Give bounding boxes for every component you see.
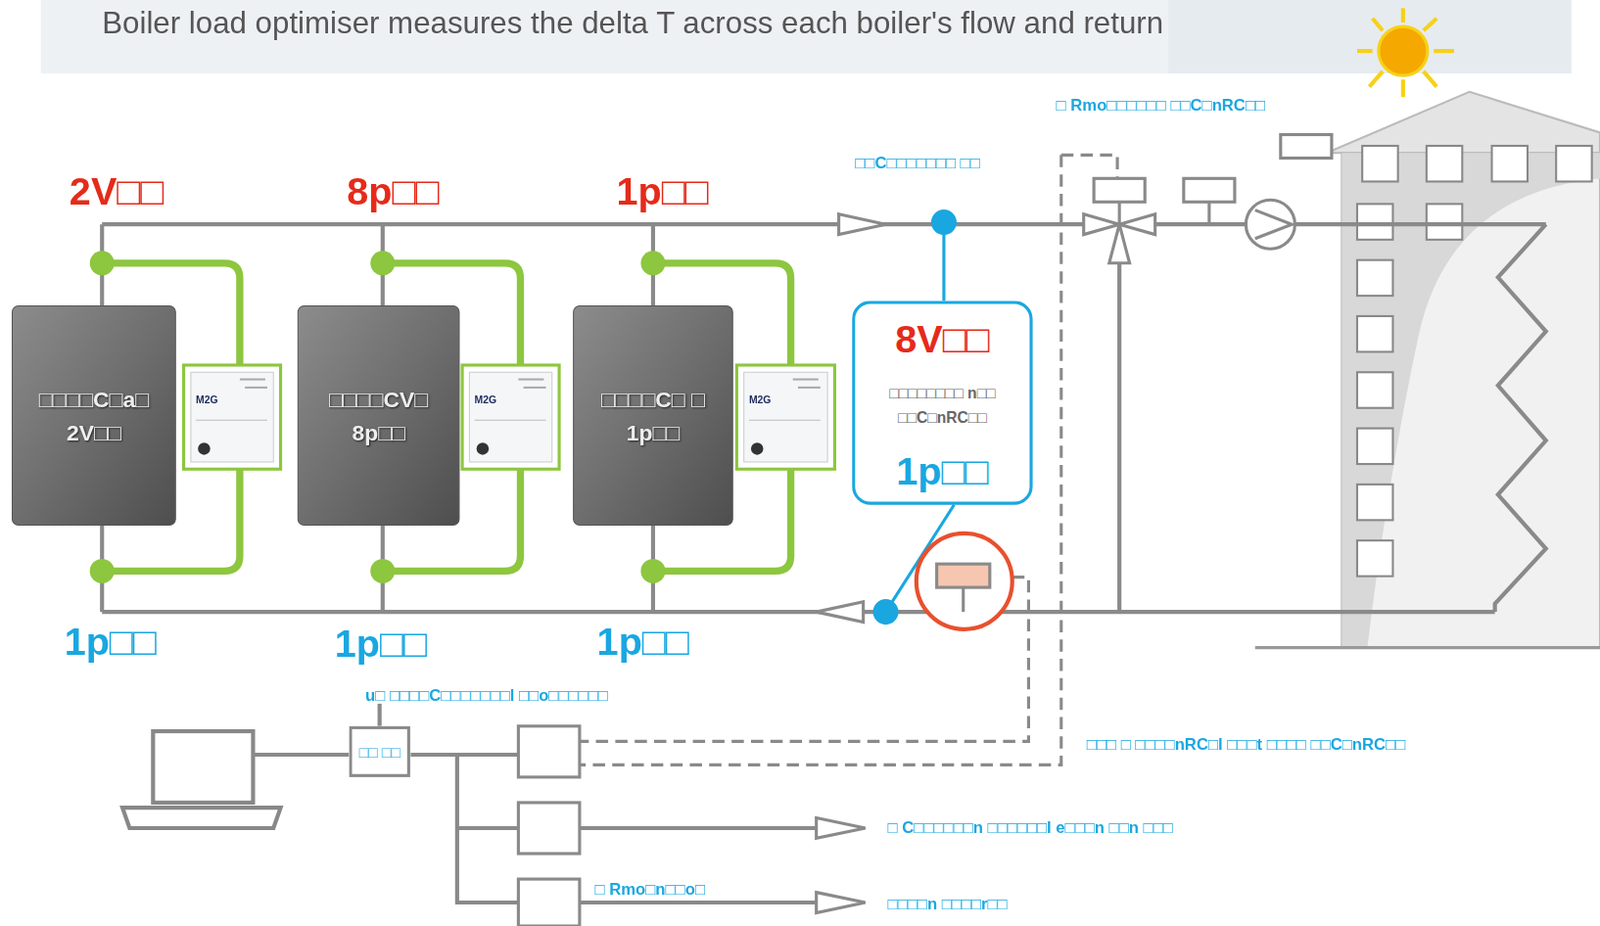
network-hub: □□ □□ <box>348 726 411 778</box>
hub-label: □□ □□ <box>359 743 401 761</box>
annotation: □□□ □ □□□□nRC□l □□□t □□□□ □□C□nRC□□ <box>1086 734 1406 755</box>
boiler-label: □□□□C□ □ 1p□□ <box>579 381 727 450</box>
optimiser-label: □□□□□□□□ n□□ □□C□nRC□□ <box>863 381 1023 431</box>
pump-symbol <box>1245 199 1295 249</box>
boiler-bodies <box>12 306 734 526</box>
m2g-devices <box>184 365 836 470</box>
network-lines <box>252 704 816 903</box>
flow-temperature: 8V□□ <box>894 318 989 363</box>
annotation: □ Rmo□□□□□□ □□C□nRC□□ <box>1056 94 1266 116</box>
temperature-sensor <box>1183 178 1235 225</box>
three-way-valve <box>1083 178 1156 263</box>
boiler-unit: □□□□C□ □ 1p□□ <box>573 306 734 526</box>
flow-temperature: 8p□□ <box>346 168 439 217</box>
flow-temperature: 2V□□ <box>69 168 164 217</box>
annotation: u□ □□□□C□□□□□□□l □□o□□□□□□ <box>365 685 609 706</box>
m2g-points <box>90 250 666 584</box>
annotation: □ Rmo□n□□o□ <box>595 879 706 900</box>
return-temperature: 1p□□ <box>334 619 427 668</box>
annotation: □□C□□□□□□□ □□ <box>854 152 980 174</box>
return-temperature: 1p□□ <box>895 449 989 494</box>
annotation: □ C□□□□□□n □□□□□□l e□□□n □□n □□□ <box>888 818 1174 840</box>
banner <box>41 0 1572 74</box>
banner-panel <box>1168 0 1572 74</box>
load-optimiser-box: 8V□□ □□□□□□□□ n□□ □□C□nRC□□ 1p□□ <box>851 300 1033 505</box>
banner-caption: Boiler load optimiser measures the delta… <box>101 3 1174 43</box>
sun-icon <box>1357 7 1455 97</box>
pipework <box>101 224 1547 612</box>
boiler-unit: □□□□C□a□ 2V□□ <box>12 306 177 526</box>
m2g-loops <box>101 263 791 572</box>
device-brand: M2G <box>749 393 772 405</box>
laptop-icon <box>122 731 282 829</box>
m2g-monitor: M2G <box>184 365 282 470</box>
return-sensor <box>916 533 1013 630</box>
output-arrows <box>816 818 866 914</box>
controller-boxes <box>517 726 580 926</box>
m2g-monitor: M2G <box>462 365 560 470</box>
device-brand: M2G <box>195 393 219 405</box>
return-temperature: 1p□□ <box>597 617 690 666</box>
m2g-monitor: M2G <box>736 365 835 470</box>
device-brand: M2G <box>474 393 498 405</box>
return-temperature: 1p□□ <box>64 617 157 666</box>
building <box>1255 92 1600 649</box>
boiler-label: □□□□CV□ 8p□□ <box>304 381 454 450</box>
boiler-label: □□□□C□a□ 2V□□ <box>18 381 170 450</box>
boiler-unit: □□□□CV□ 8p□□ <box>297 306 460 526</box>
annotation: □□□□n □□□□r□□ <box>888 894 1008 916</box>
flow-temperature: 1p□□ <box>615 168 708 217</box>
